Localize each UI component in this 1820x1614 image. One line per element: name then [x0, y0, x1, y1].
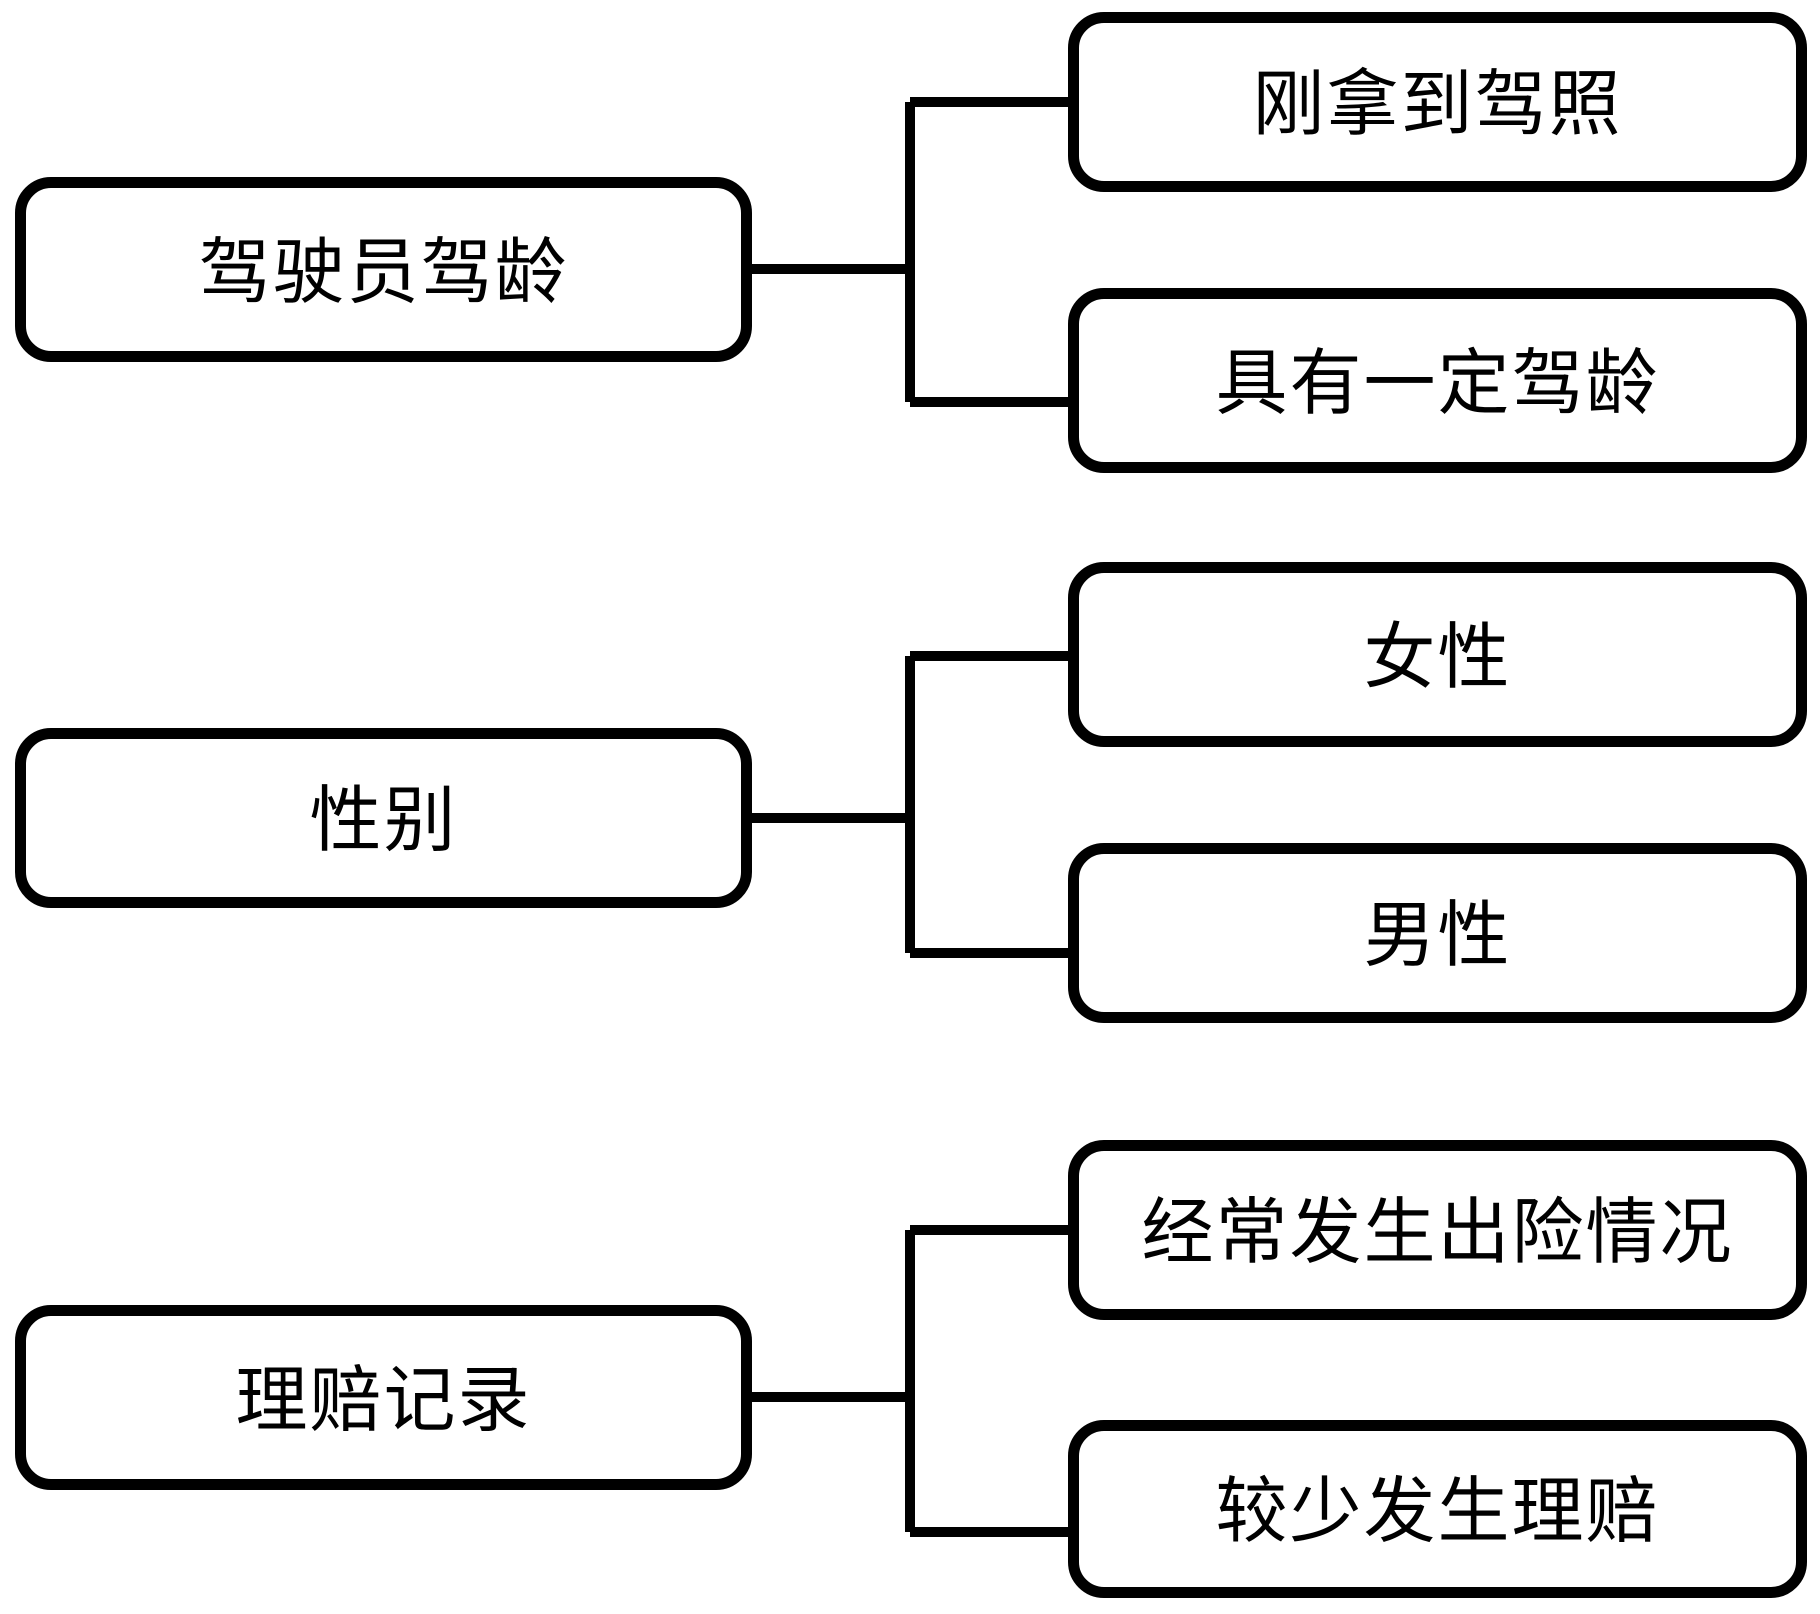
- node-claims-record-label: 理赔记录: [235, 1360, 532, 1441]
- node-gender-label: 性别: [309, 781, 458, 861]
- connector-group-gender: [752, 651, 1068, 958]
- node-gender: 性别: [15, 728, 752, 908]
- node-driver-experience: 驾驶员驾龄: [15, 177, 752, 362]
- node-male-label: 男性: [1363, 896, 1512, 976]
- node-claims-record: 理赔记录: [15, 1305, 752, 1490]
- connector-group-claims: [752, 1225, 1068, 1537]
- node-frequent-claims-label: 经常发生出险情况: [1141, 1193, 1734, 1273]
- connector-group-driver-experience: [752, 97, 1068, 407]
- node-female-label: 女性: [1363, 617, 1512, 698]
- node-some-experience-label: 具有一定驾龄: [1215, 343, 1660, 424]
- node-frequent-claims: 经常发生出险情况: [1068, 1140, 1807, 1320]
- node-female: 女性: [1068, 562, 1807, 747]
- node-some-experience: 具有一定驾龄: [1068, 288, 1807, 473]
- node-new-license: 刚拿到驾照: [1068, 12, 1807, 192]
- node-driver-experience-label: 驾驶员驾龄: [198, 232, 569, 313]
- node-new-license-label: 刚拿到驾照: [1252, 65, 1623, 145]
- node-male: 男性: [1068, 843, 1807, 1023]
- node-few-claims-label: 较少发生理赔: [1215, 1472, 1660, 1552]
- node-few-claims: 较少发生理赔: [1068, 1420, 1807, 1598]
